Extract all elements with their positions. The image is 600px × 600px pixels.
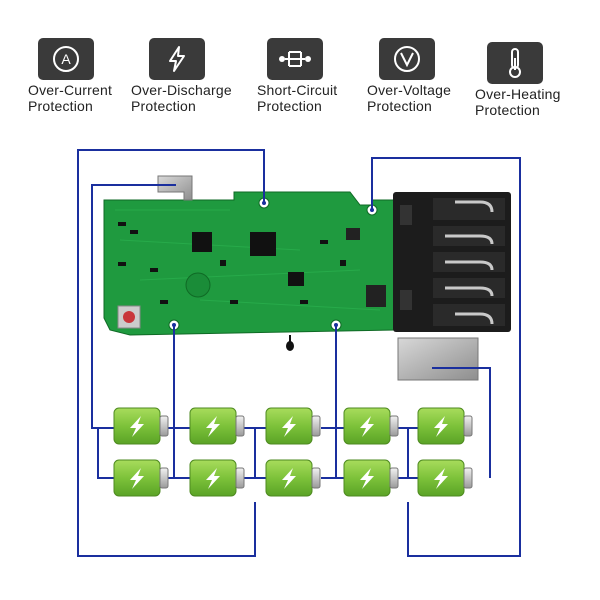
pcb-board bbox=[103, 191, 396, 351]
battery-cells bbox=[113, 407, 473, 497]
svg-text:A: A bbox=[61, 51, 71, 67]
feature-label-line2: Protection bbox=[28, 98, 94, 114]
battery-cell bbox=[113, 407, 169, 445]
feature-label-line1: Over-Current bbox=[28, 82, 113, 98]
lightning-bolt-icon bbox=[360, 416, 374, 437]
over-voltage-icon bbox=[379, 38, 435, 80]
wire-dots bbox=[172, 201, 374, 327]
battery-cell bbox=[265, 407, 321, 445]
output-connector bbox=[393, 192, 511, 332]
feature-label-line1: Short-Circuit bbox=[257, 82, 338, 98]
positive-terminal-tab bbox=[157, 175, 193, 201]
lightning-bolt-icon bbox=[282, 416, 296, 437]
battery-cell bbox=[189, 459, 245, 497]
battery-cell bbox=[343, 407, 399, 445]
over-current-icon: A bbox=[38, 38, 94, 80]
battery-cell bbox=[417, 407, 473, 445]
battery-cell bbox=[343, 459, 399, 497]
over-discharge-icon bbox=[149, 38, 205, 80]
lightning-bolt-icon bbox=[206, 468, 220, 489]
lightning-bolt-icon bbox=[130, 416, 144, 437]
lightning-bolt-icon bbox=[434, 468, 448, 489]
negative-terminal-tab bbox=[397, 337, 479, 381]
feature-label-line2: Protection bbox=[367, 98, 433, 114]
lightning-bolt-icon bbox=[282, 468, 296, 489]
wiring bbox=[77, 149, 521, 557]
feature-label-line1: Over-Voltage bbox=[367, 82, 452, 98]
over-heating-icon bbox=[487, 42, 543, 84]
battery-cell bbox=[113, 459, 169, 497]
battery-cell bbox=[265, 459, 321, 497]
lightning-bolt-icon bbox=[360, 468, 374, 489]
feature-label-line2: Protection bbox=[131, 98, 197, 114]
feature-label-line2: Protection bbox=[257, 98, 323, 114]
feature-label-line1: Over-Heating bbox=[475, 86, 561, 102]
short-circuit-icon bbox=[267, 38, 323, 80]
lightning-bolt-icon bbox=[206, 416, 220, 437]
feature-label-line1: Over-Discharge bbox=[131, 82, 232, 98]
lightning-bolt-icon bbox=[434, 416, 448, 437]
battery-cell bbox=[417, 459, 473, 497]
battery-cell bbox=[189, 407, 245, 445]
feature-label-line2: Protection bbox=[475, 102, 541, 118]
lightning-bolt-icon bbox=[130, 468, 144, 489]
